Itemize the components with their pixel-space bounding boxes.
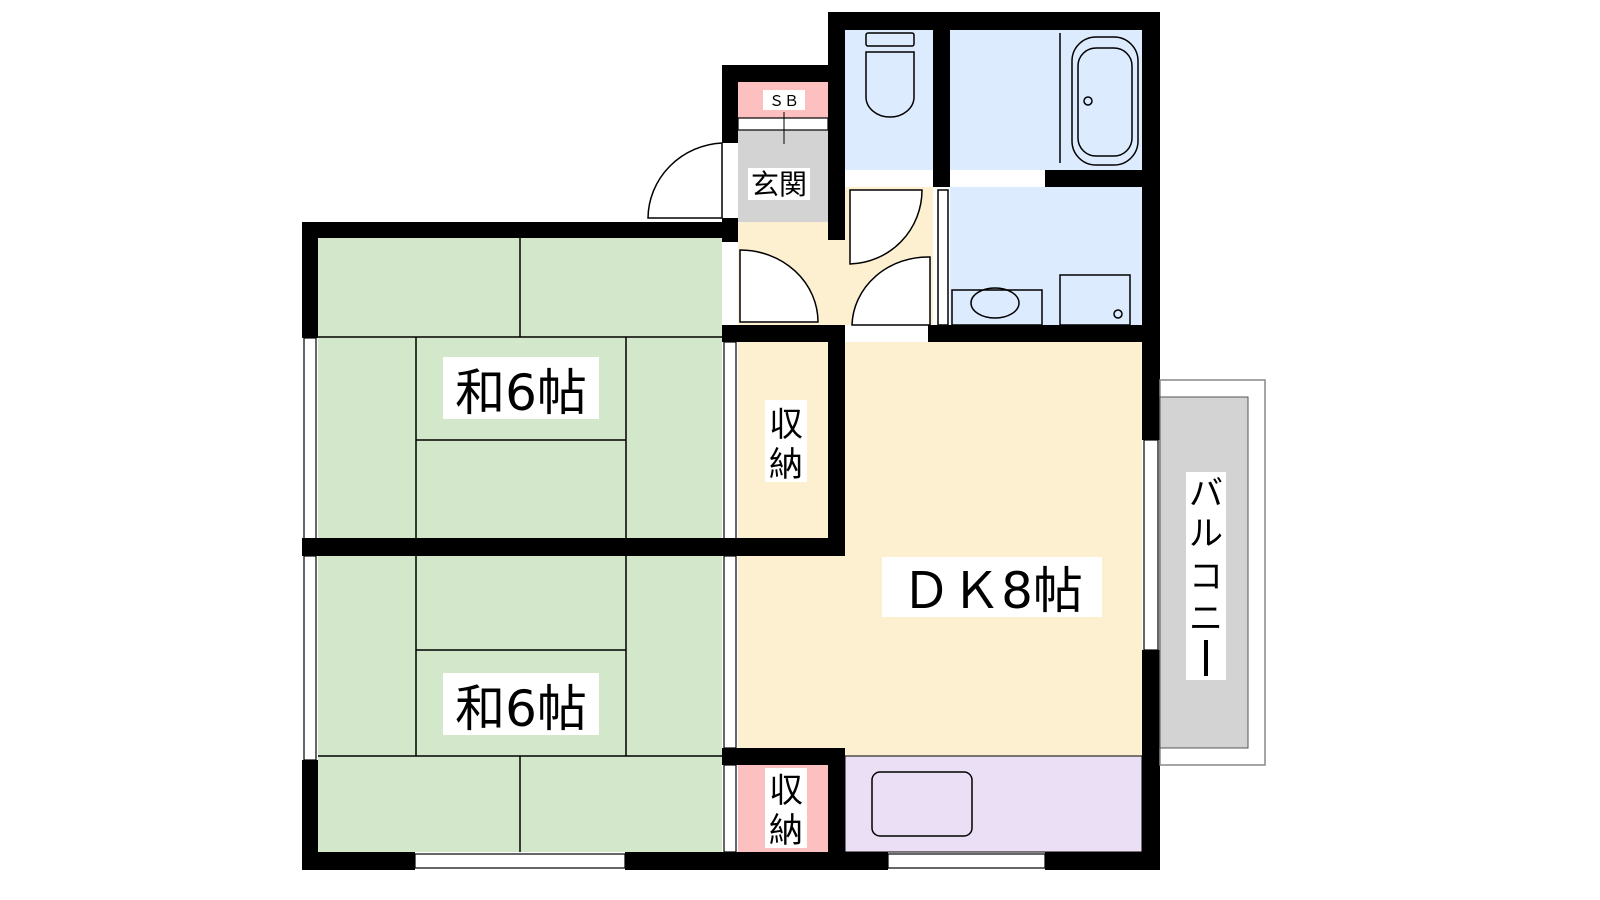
balcony-label-5-text: ー [0, 0, 1, 1]
balcony-label-2: ル [1189, 514, 1223, 554]
hall-door-1 [739, 249, 819, 323]
bath-floor [950, 30, 1142, 170]
entrance-label: 玄関 [751, 168, 807, 201]
walls [302, 12, 1160, 870]
washroom-floor [950, 187, 1142, 325]
washitsu-1-label: 和6帖 [455, 364, 587, 422]
balcony-label-1: バ [1189, 474, 1223, 514]
storage-2-label-1: 収 [769, 771, 803, 811]
storage-1-label-2: 納 [769, 445, 803, 485]
hall-door-2 [851, 256, 931, 326]
windows [303, 117, 1159, 869]
storage-1-label-1: 収 [769, 405, 803, 445]
tatami-lines [318, 238, 722, 852]
balcony-label-5 [1204, 640, 1208, 676]
front-door [647, 142, 723, 219]
sink-icon [871, 771, 973, 837]
toilet-floor [845, 30, 933, 170]
balcony-label-4: ニ [1189, 599, 1223, 639]
toilet-door [849, 189, 923, 265]
storage-2-label-2: 納 [769, 811, 803, 851]
washitsu-2-label: 和6帖 [455, 680, 587, 738]
kitchen-floor [844, 755, 1143, 853]
dk-label: ＤＫ8帖 [901, 562, 1083, 620]
toilet-icon [865, 32, 915, 118]
shoe-box-label: ＳＢ [769, 92, 799, 110]
bathtub-icon [1059, 33, 1139, 166]
balcony-label-3: コ [1189, 557, 1223, 597]
doors [647, 142, 949, 326]
